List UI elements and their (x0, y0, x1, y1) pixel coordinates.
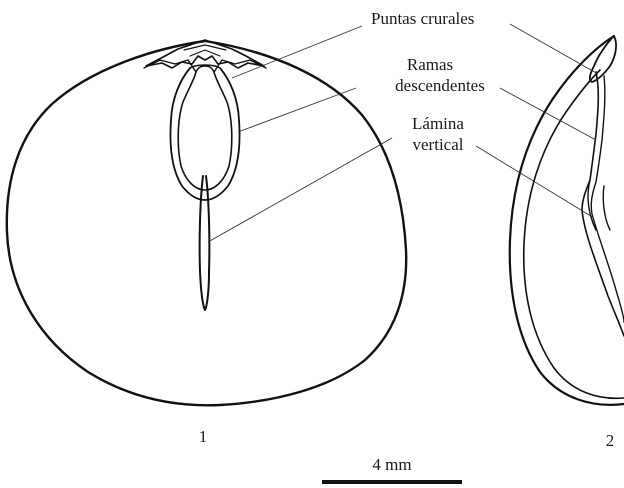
label-descendentes: descendentes (395, 76, 485, 95)
figure-1-shell (7, 40, 406, 405)
label-ramas: Ramas (407, 55, 453, 74)
scale-bar-line (322, 480, 462, 484)
figure-number-1: 1 (199, 427, 208, 446)
label-lamina: Lámina (412, 114, 464, 133)
lateral-loop-inner (591, 76, 624, 322)
loop-outer (170, 68, 239, 200)
figure-2-lateral-view (510, 36, 624, 405)
label-vertical: vertical (413, 135, 464, 154)
loop-inner (178, 72, 232, 190)
leader-ramas-fig2 (500, 88, 596, 140)
median-septum (200, 176, 210, 310)
leader-lamina-fig1 (208, 138, 392, 242)
figure-number-2: 2 (606, 431, 615, 450)
cardinal-process (146, 40, 264, 68)
scale-bar-label: 4 mm (372, 455, 411, 474)
cardinal-inner (184, 45, 226, 56)
scale-bar: 4 mm (322, 455, 462, 484)
lateral-inner-valve (524, 70, 624, 398)
leader-lamina-fig2 (476, 146, 594, 218)
shell-outline (7, 41, 406, 405)
leader-ramas-fig1 (238, 88, 356, 132)
leader-puntas-fig2 (510, 24, 598, 74)
label-puntas-crurales: Puntas crurales (371, 9, 474, 28)
